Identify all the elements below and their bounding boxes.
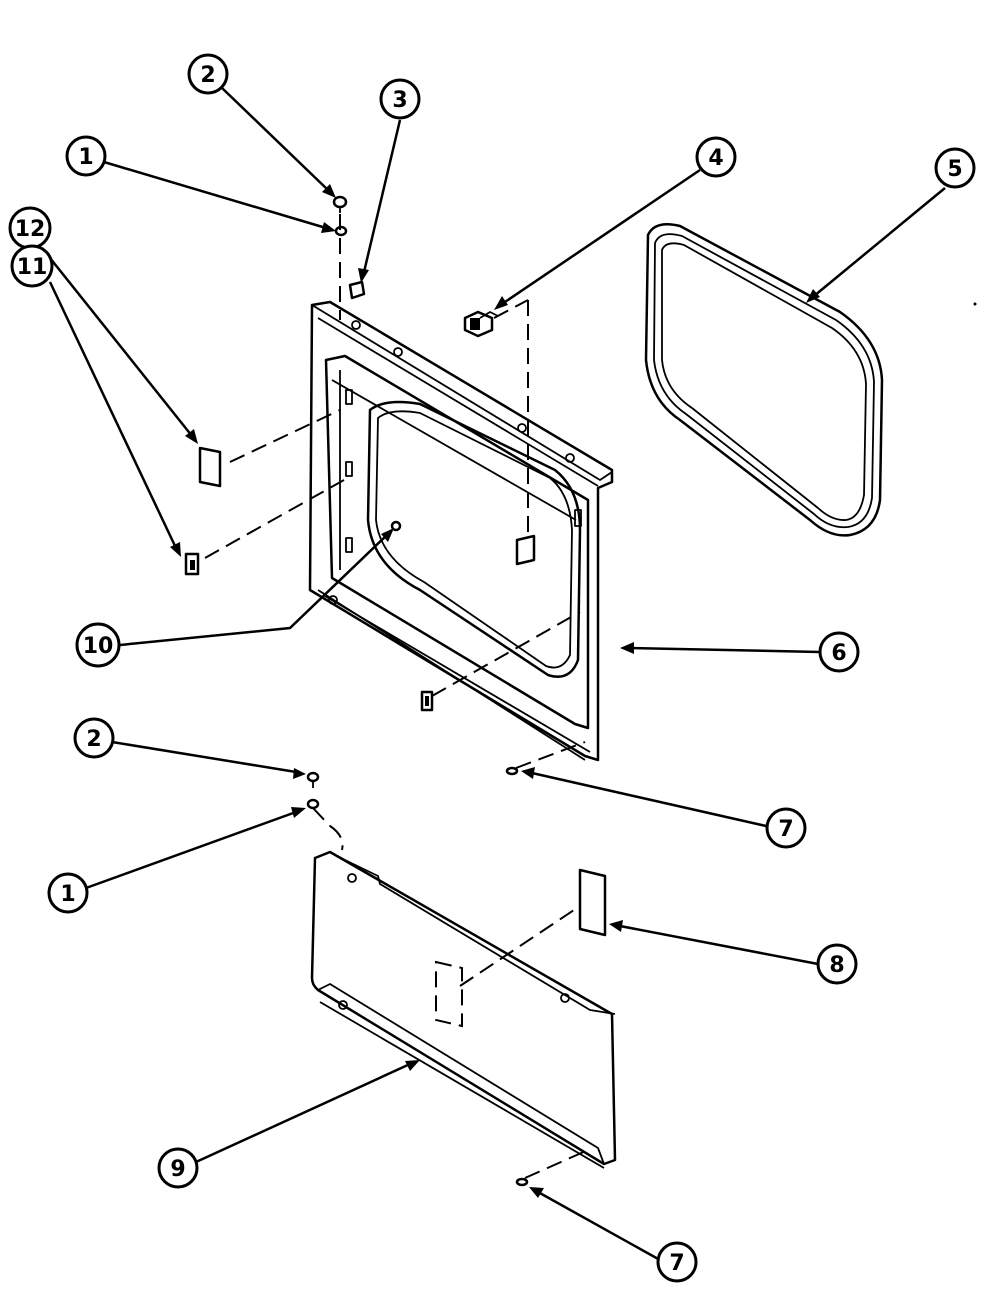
callout-label: 8 — [829, 953, 844, 978]
toe-panel-label — [578, 868, 607, 937]
plug-button — [390, 520, 402, 532]
callout-label: 9 — [170, 1157, 185, 1182]
callout-label: 2 — [200, 63, 215, 88]
callout-label: 7 — [669, 1251, 684, 1276]
callout-label: 2 — [86, 727, 101, 752]
callout-7-bottom: 7 — [656, 1241, 698, 1283]
assembly-lines — [204, 214, 589, 1179]
callout-9: 9 — [157, 1147, 199, 1189]
callout-1-lower: 1 — [47, 872, 89, 914]
callout-10: 10 — [75, 622, 121, 668]
screw-top — [332, 195, 348, 213]
hinge-clip-bottom — [420, 690, 434, 712]
callout-label: 6 — [831, 641, 846, 666]
screw-lower — [306, 771, 320, 788]
callout-4: 4 — [695, 136, 737, 178]
callout-label: 11 — [17, 255, 48, 280]
front-panel-frame — [308, 300, 614, 762]
callout-label: 7 — [778, 817, 793, 842]
callout-2-lower: 2 — [73, 717, 115, 759]
callout-1-top: 1 — [65, 135, 107, 177]
stray-mark — [973, 302, 977, 306]
callout-label: 1 — [78, 145, 93, 170]
hinge-clip-left — [184, 552, 200, 576]
callout-11: 11 — [10, 244, 54, 288]
screw-bottom — [515, 1177, 529, 1187]
toe-panel — [310, 850, 617, 1169]
callout-label: 3 — [392, 88, 407, 113]
callout-label: 10 — [83, 634, 114, 659]
callout-label: 5 — [947, 157, 962, 182]
screw-mid — [505, 766, 519, 776]
callout-3: 3 — [379, 78, 421, 120]
label-plate — [198, 446, 222, 488]
callout-12: 12 — [8, 206, 52, 250]
clip-top — [348, 280, 366, 300]
callout-8: 8 — [816, 943, 858, 985]
leader-lines — [41, 87, 946, 1262]
callout-7-mid: 7 — [765, 807, 807, 849]
callout-5: 5 — [934, 147, 976, 189]
switch-receptacle — [515, 534, 536, 566]
callout-label: 12 — [15, 217, 46, 242]
callout-label: 4 — [708, 146, 723, 171]
callout-2-top: 2 — [187, 53, 229, 95]
callout-6: 6 — [818, 631, 860, 673]
washer-lower — [306, 798, 320, 810]
callout-label: 1 — [60, 882, 75, 907]
door-switch — [463, 310, 499, 338]
door-gasket — [644, 223, 884, 537]
